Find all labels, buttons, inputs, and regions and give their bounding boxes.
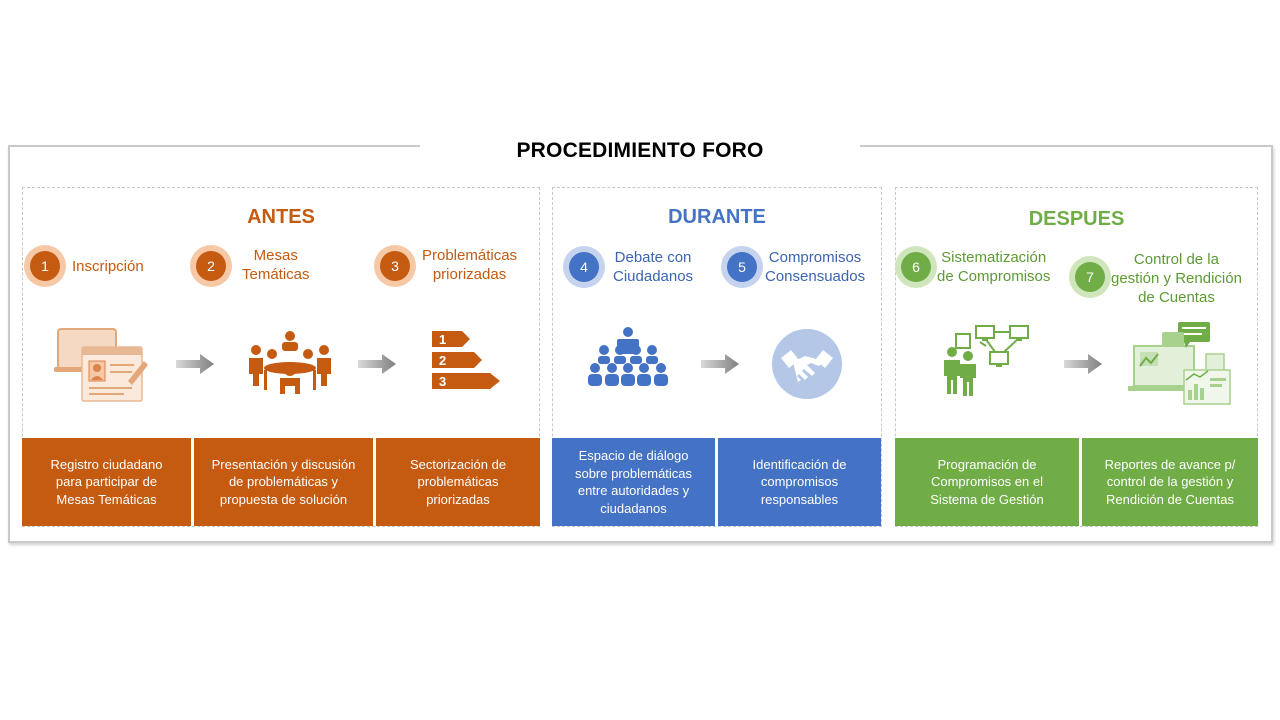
arrow-right-icon: [1064, 354, 1102, 374]
description-line: responsables: [760, 491, 839, 507]
description-line: entre autoridades y: [577, 483, 690, 498]
description-line: ciudadanos: [600, 500, 667, 516]
step-label-line: priorizadas: [432, 266, 507, 283]
step-label-line: Consensuados: [765, 268, 866, 285]
description-box-1: Registro ciudadano para participar de Me…: [22, 438, 191, 526]
registration-form-icon: [54, 328, 148, 402]
arrow-right-icon: [701, 354, 739, 374]
step-number: 5: [727, 252, 757, 282]
step-badge: 6: [895, 246, 937, 288]
numbered-list-icon: 1 2 3: [432, 331, 500, 389]
step-number: 2: [196, 251, 226, 281]
step-badge: 1: [24, 245, 66, 287]
step-3: 3 Problemáticas priorizadas: [374, 245, 517, 287]
description-line: para participar de: [55, 474, 158, 490]
description-line: Mesas Temáticas: [56, 491, 157, 507]
step-label-line: Sistematización: [941, 249, 1047, 266]
step-5: 5 Compromisos Consensuados: [721, 246, 865, 288]
description-line: Reportes de avance p/: [1104, 456, 1236, 472]
phase-durante: DURANTE: [552, 187, 882, 527]
step-label-problematicas: Problemáticas priorizadas: [422, 246, 517, 284]
step-label-line: Ciudadanos: [613, 268, 694, 285]
description-line: sobre problemáticas: [574, 465, 693, 481]
description-line: propuesta de solución: [219, 491, 348, 507]
svg-text:3: 3: [439, 374, 446, 389]
step-number: 6: [901, 252, 931, 282]
step-label-line: Temáticas: [242, 266, 310, 283]
title-background: [420, 132, 860, 166]
step-number: 1: [30, 251, 60, 281]
phase-title-durante: DURANTE: [668, 206, 766, 228]
description-line: Identificación de: [752, 456, 847, 472]
step-6: 6 Sistematización de Compromisos: [895, 246, 1050, 288]
step-badge: 2: [190, 245, 232, 287]
dashboard-reports-icon: [1128, 322, 1231, 405]
step-1: 1 Inscripción: [24, 245, 144, 287]
phase-title-despues: DESPUES: [1028, 208, 1125, 230]
phase-title-antes: ANTES: [247, 206, 315, 228]
step-badge: 5: [721, 246, 763, 288]
step-badge: 4: [563, 246, 605, 288]
description-box-3: Sectorización de problemáticas priorizad…: [376, 438, 540, 526]
description-line: priorizadas: [426, 491, 490, 507]
audience-speaker-icon: [588, 327, 668, 386]
people-network-icon: [944, 325, 1029, 396]
description-line: Compromisos en el: [930, 474, 1043, 490]
description-box-7: Reportes de avance p/ control de la gest…: [1082, 438, 1258, 526]
description-box-4: Espacio de diálogo sobre problemáticas e…: [552, 438, 715, 526]
step-label-mesas: Mesas Temáticas: [242, 246, 310, 284]
description-line: problemáticas: [417, 474, 499, 490]
diagram-title: PROCEDIMIENTO FORO: [516, 139, 764, 162]
step-label-line: de Compromisos: [937, 268, 1051, 285]
arrow-right-icon: [358, 354, 396, 374]
step-2: 2 Mesas Temáticas: [190, 245, 310, 287]
step-number: 7: [1075, 261, 1105, 292]
step-label-line: Inscripción: [72, 257, 144, 275]
step-label-line: Debate con: [614, 249, 692, 266]
step-number: 3: [380, 251, 410, 281]
step-badge: 7: [1069, 255, 1111, 298]
description-box-2: Presentación y discusión de problemática…: [194, 438, 373, 526]
step-label-line: de Cuentas: [1138, 289, 1215, 306]
description-line: Sistema de Gestión: [930, 491, 1044, 507]
description-line: Sectorización de: [409, 456, 507, 472]
step-label-debate: Debate con Ciudadanos: [613, 248, 693, 286]
step-number: 4: [569, 252, 599, 282]
description-line: de problemáticas y: [228, 474, 339, 490]
phase-antes: ANTES: [22, 187, 540, 527]
step-label-control: Control de la gestión y Rendición de Cue…: [1111, 250, 1242, 307]
step-7: 7 Control de la gestión y Rendición de C…: [1069, 246, 1242, 307]
step-label-line: Compromisos: [768, 249, 862, 266]
description-line: Rendición de Cuentas: [1106, 491, 1234, 507]
step-label-line: gestión y Rendición: [1111, 270, 1242, 287]
step-label-line: Mesas: [253, 247, 298, 264]
step-4: 4 Debate con Ciudadanos: [563, 246, 693, 288]
svg-text:1: 1: [439, 332, 446, 347]
meeting-table-icon: [249, 331, 331, 394]
arrow-right-icon: [176, 354, 214, 374]
description-line: compromisos: [760, 474, 839, 490]
phase-despues: DESPUES: [895, 187, 1258, 527]
description-line: Presentación y discusión: [211, 456, 356, 472]
step-label-line: Control de la: [1133, 251, 1219, 268]
description-line: control de la gestión y: [1106, 474, 1234, 490]
step-label-sistematizacion: Sistematización de Compromisos: [937, 248, 1050, 286]
description-box-5: Identificación de compromisos responsabl…: [718, 438, 881, 526]
step-label-line: Problemáticas: [422, 247, 518, 264]
description-line: Programación de: [937, 456, 1037, 472]
svg-text:2: 2: [439, 353, 446, 368]
handshake-icon: [772, 329, 842, 399]
step-label-compromisos: Compromisos Consensuados: [765, 248, 865, 286]
step-label-inscripcion: Inscripción: [72, 257, 144, 276]
description-line: Espacio de diálogo: [578, 448, 689, 463]
step-badge: 3: [374, 245, 416, 287]
description-line: Registro ciudadano: [50, 456, 163, 472]
description-box-6: Programación de Compromisos en el Sistem…: [895, 438, 1079, 526]
